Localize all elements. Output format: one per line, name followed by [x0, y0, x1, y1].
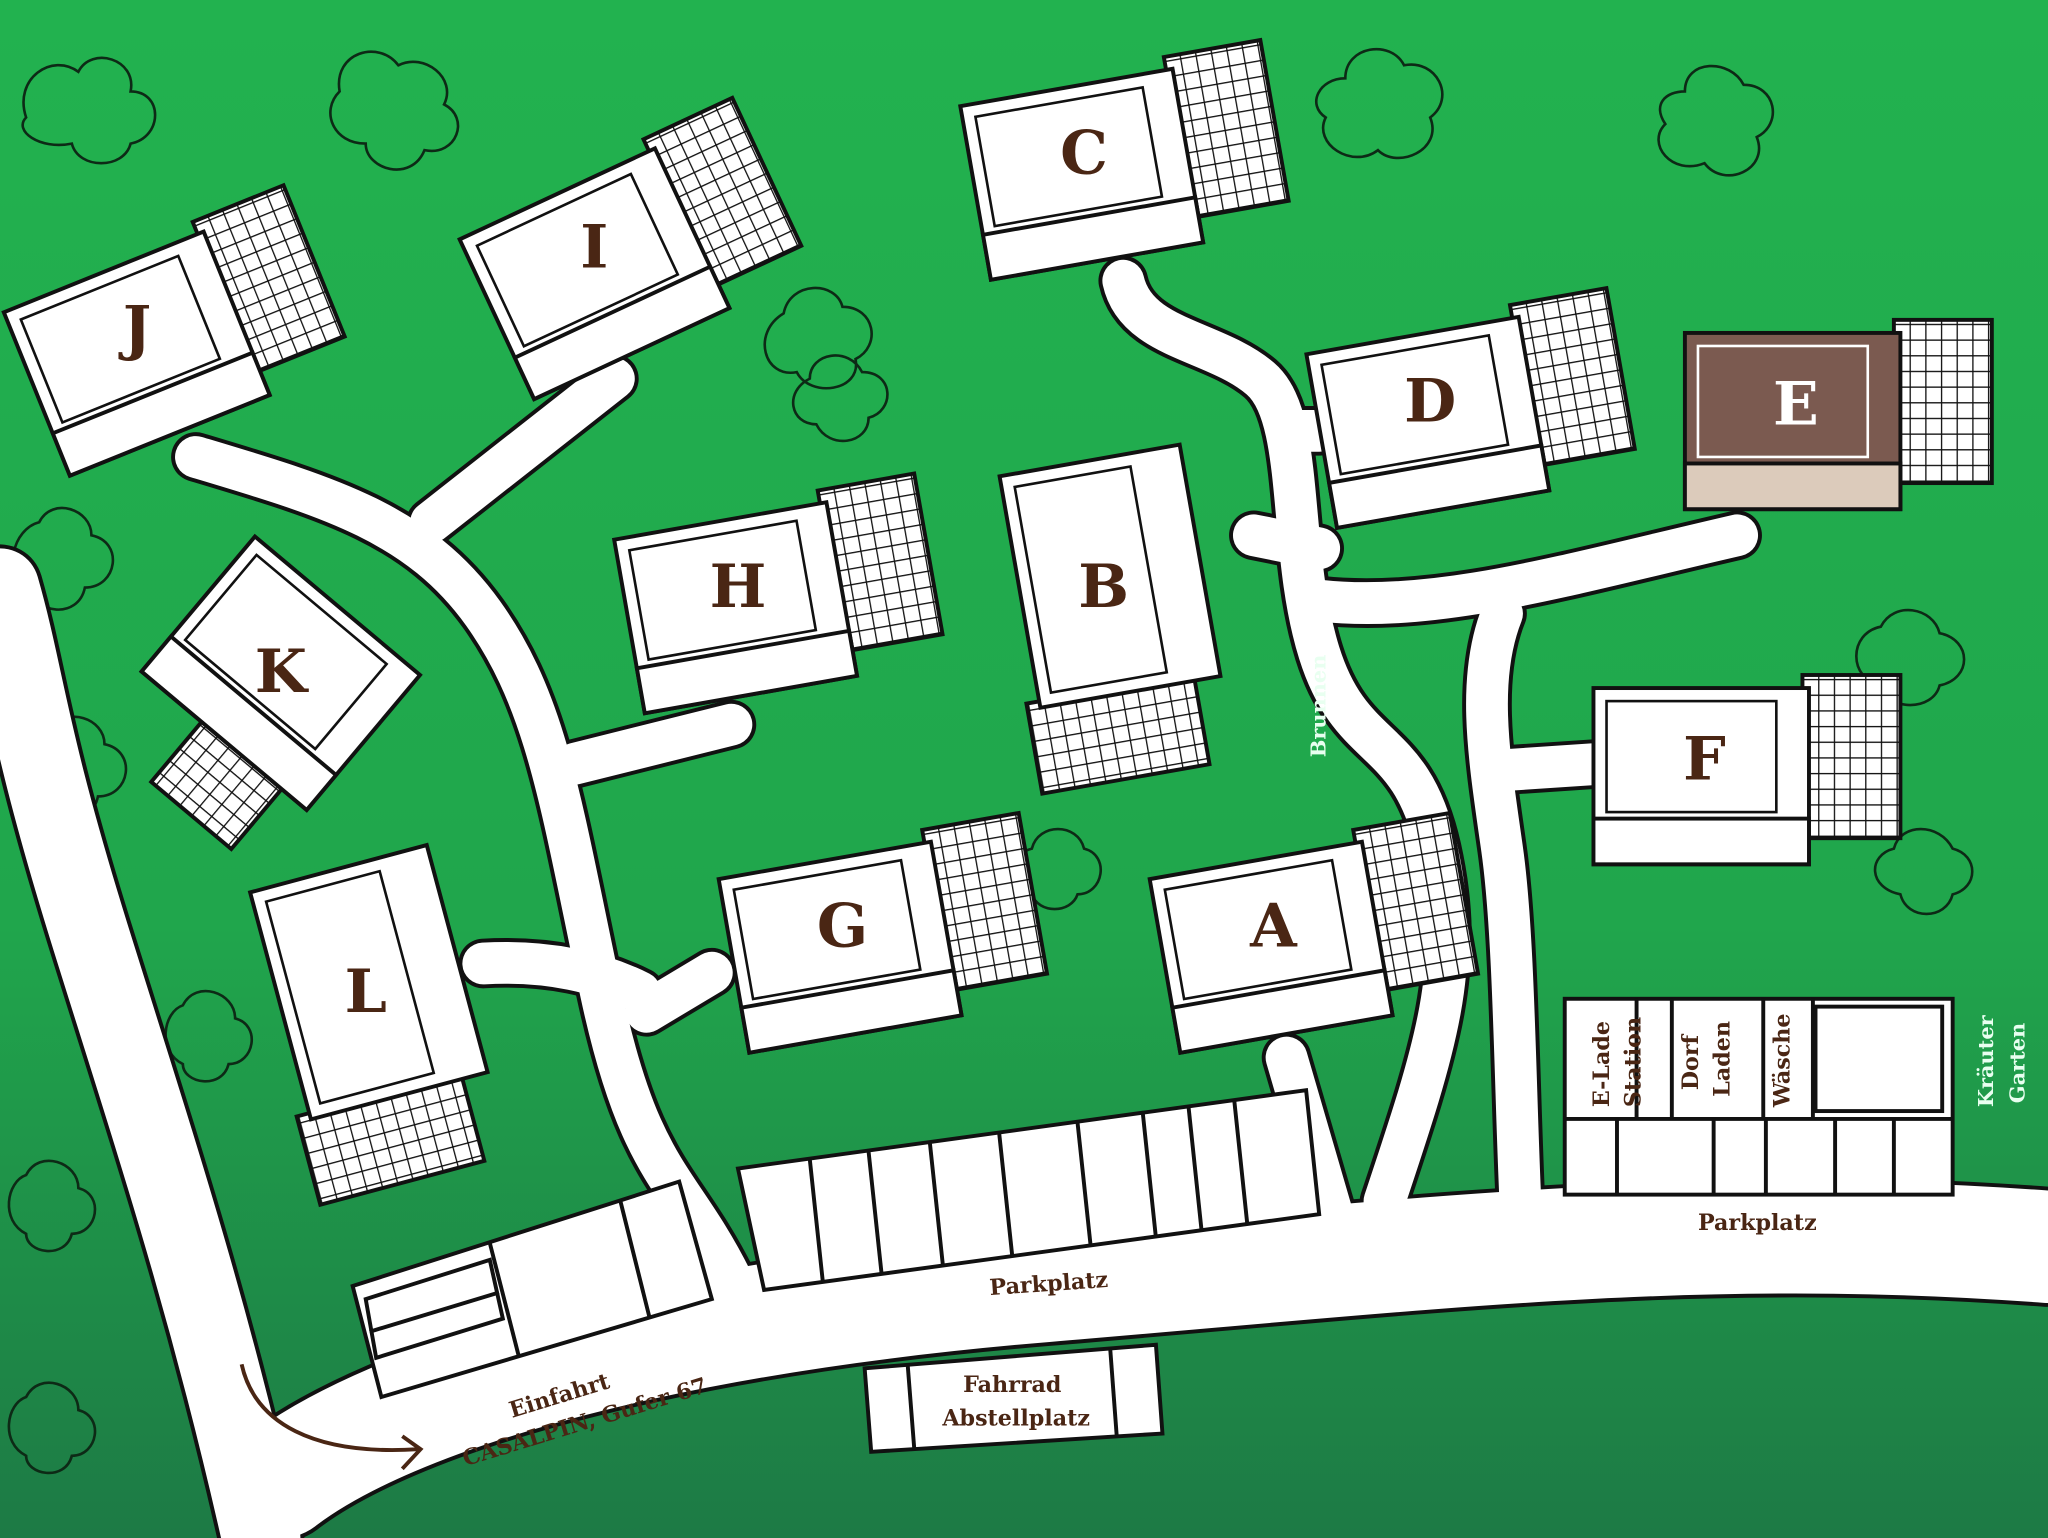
charging-station-label: E-Lade [1589, 1021, 1615, 1107]
house-terrace [1326, 443, 1552, 531]
house-b[interactable]: B [987, 442, 1236, 796]
house-label: K [255, 637, 310, 707]
house-wall [1696, 344, 1870, 459]
house-k[interactable]: K [91, 533, 423, 871]
herb-garden-label-2: Garten [2004, 1023, 2029, 1103]
house-terrace [739, 968, 964, 1055]
deck [1891, 317, 1994, 486]
house-wall [19, 254, 222, 425]
village-shop-label-2: Laden [1709, 1021, 1735, 1097]
house-wall [1320, 333, 1510, 476]
house-label: I [580, 213, 608, 283]
house-label: L [345, 957, 387, 1027]
herb-garden-label: Kräuter [1973, 1014, 1998, 1107]
house-wall [973, 85, 1164, 228]
house-d[interactable]: D [1304, 285, 1639, 531]
house-terrace [50, 350, 273, 479]
house-terrace [1170, 968, 1395, 1055]
house-i[interactable]: I [454, 95, 812, 402]
house-label: J [118, 294, 151, 364]
parking-left [350, 1179, 715, 1400]
house-terrace [1591, 816, 1811, 867]
bike-parking-label: Fahrrad [963, 1372, 1061, 1398]
house-c[interactable]: C [958, 37, 1293, 283]
house-terrace [512, 264, 733, 402]
house-wall [627, 519, 818, 662]
house-body [997, 442, 1223, 711]
deck [1800, 673, 1903, 841]
laundry-label: Wäsche [1769, 1014, 1795, 1109]
house-label: B [1078, 552, 1129, 622]
service-buildings: E-Lade Station Dorf Laden Wäsche [1562, 996, 1955, 1197]
house-terrace [980, 195, 1206, 283]
bike-parking-label-2: Abstellplatz [941, 1406, 1090, 1432]
entrance-arrow-icon [239, 1363, 424, 1471]
village-shop-label: Dorf [1678, 1033, 1704, 1090]
house-wall [475, 172, 680, 349]
house-wall [1013, 465, 1169, 695]
fountain-label: Brunnen [1306, 655, 1331, 758]
houses: J I C D E H B K F G A L [0, 37, 1994, 1208]
house-l[interactable]: L [238, 842, 510, 1208]
parking-center [735, 1087, 1322, 1293]
house-label: F [1683, 724, 1726, 794]
house-label: H [710, 552, 767, 622]
house-label: G [817, 892, 868, 962]
bike-parking: Fahrrad Abstellplatz [862, 1342, 1165, 1454]
house-terrace [634, 628, 860, 716]
house-label: C [1060, 119, 1108, 189]
house-e[interactable]: E [1682, 317, 1994, 512]
house-f[interactable]: F [1591, 673, 1903, 867]
house-terrace [138, 633, 339, 813]
house-label: A [1249, 892, 1298, 962]
house-label: D [1404, 367, 1456, 437]
parking-right-label: Parkplatz [1698, 1210, 1817, 1236]
house-a[interactable]: A [1147, 810, 1482, 1055]
house-h[interactable]: H [611, 471, 947, 716]
house-wall [1605, 699, 1778, 814]
house-wall [732, 858, 922, 1001]
house-j[interactable]: J [0, 182, 354, 479]
house-g[interactable]: G [716, 810, 1051, 1055]
house-label: E [1773, 369, 1819, 439]
charging-station-label-2: Station [1620, 1017, 1646, 1107]
house-wall [1163, 858, 1353, 1001]
house-terrace [1682, 461, 1903, 512]
house-wall [264, 869, 436, 1105]
house-wall [183, 553, 389, 751]
